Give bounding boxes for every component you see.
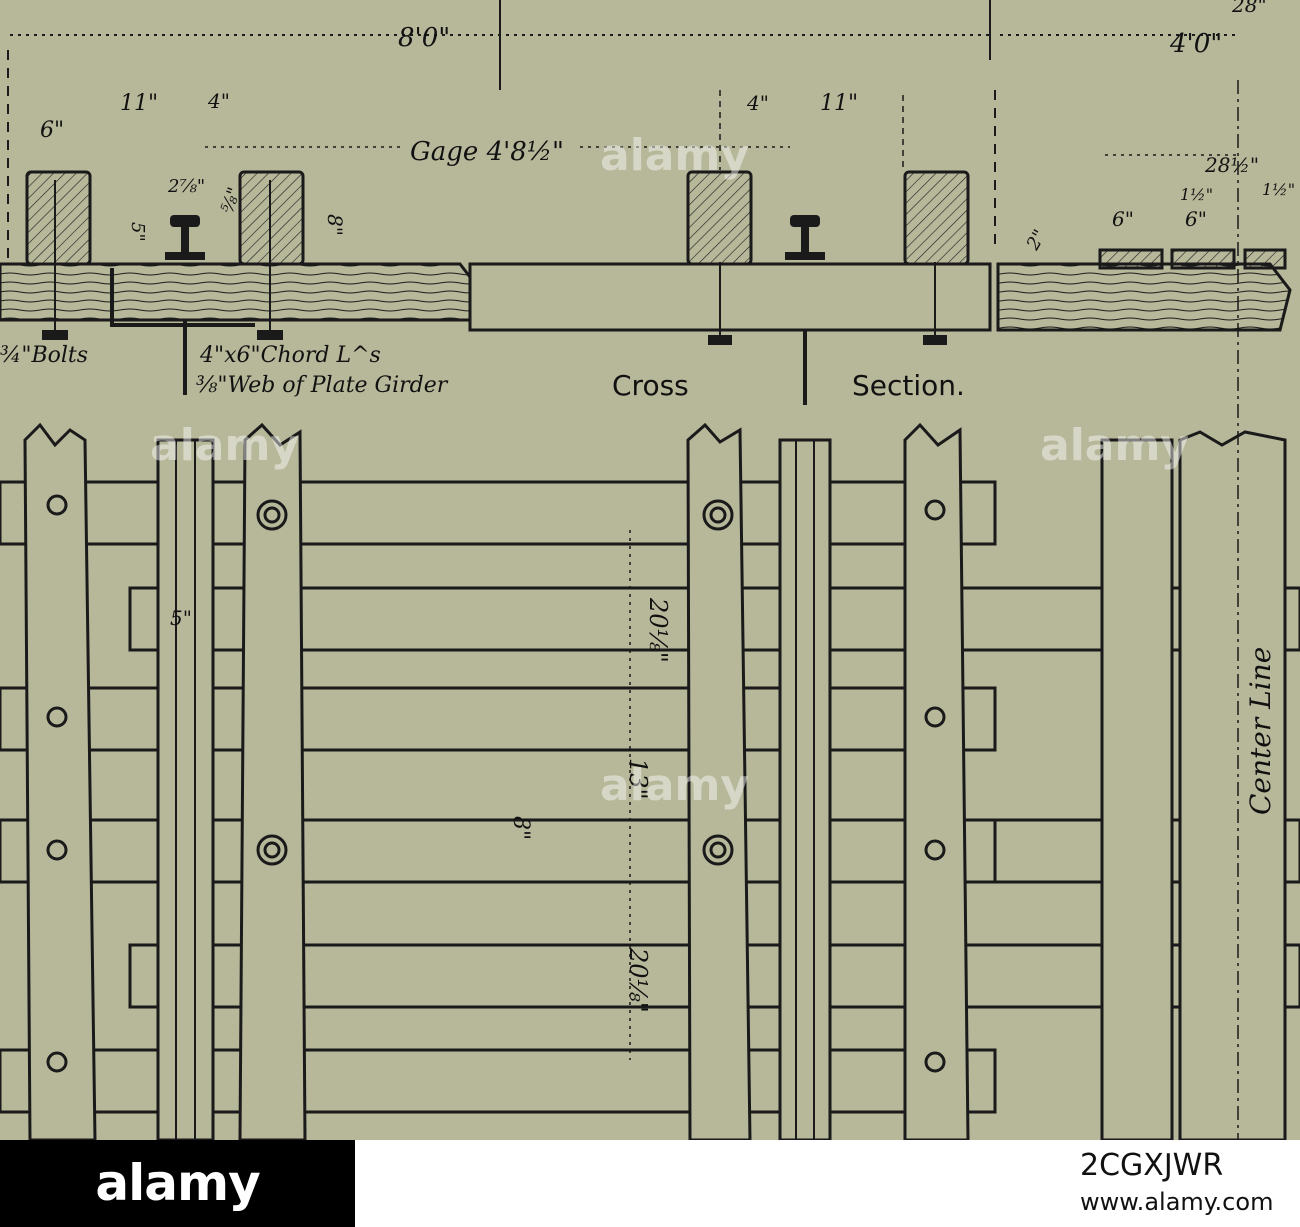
watermark-overlay: alamy [600, 760, 749, 811]
watermark-overlay: alamy [150, 420, 299, 471]
section-label: Section. [852, 369, 965, 402]
watermark-overlay: alamy [1040, 420, 1189, 471]
plan-rail-left [156, 438, 215, 1140]
rail-left [165, 215, 205, 260]
rail-right [785, 215, 825, 260]
dim-28: 28" [1231, 0, 1267, 17]
alamy-logo: alamy [0, 1140, 355, 1227]
guard-timber-left-outer [25, 170, 92, 266]
bridge-floor-drawing: 8'0" 4'0" 28" 11" 4" 6" Gage 4'8½" 4" 11… [0, 0, 1300, 1140]
dim-gage: Gage 4'8½" [410, 137, 564, 167]
guard-timber-left-inner [238, 170, 305, 266]
dim-8ft: 8'0" [398, 23, 450, 53]
plan-rail-right [778, 438, 832, 1140]
dim-5-vert: 5" [127, 222, 148, 242]
plan-dim-5: 5" [170, 606, 192, 630]
guard-timber-right-inner [686, 170, 753, 266]
dim-4-left: 4" [207, 89, 230, 113]
cross-section: ¾"Bolts 4"x6"Chord L^s ⅜"Web of Plate Gi… [0, 170, 1292, 405]
plan-dim-13: 13" [624, 758, 652, 800]
dim-6-left: 6" [40, 118, 64, 143]
plan-dim-20-top: 20⅛" [644, 597, 672, 663]
bolts-label: ¾"Bolts [0, 343, 88, 368]
image-id: 2CGXJWR [1080, 1148, 1224, 1183]
web-label: ⅜"Web of Plate Girder [196, 373, 449, 398]
watermark-url: www.alamy.com [1080, 1188, 1274, 1216]
plan-dim-8: 8" [508, 816, 533, 840]
plan-timbers [23, 422, 1287, 1140]
plan-dim-20-bottom: 20⅛" [624, 947, 652, 1013]
dim-4ft: 4'0" [1169, 29, 1222, 59]
plan-bolts [46, 494, 946, 1073]
guard-timber-right-outer [903, 170, 970, 266]
dim-28-half: 28½" [1204, 153, 1259, 177]
dim-1-half-a: 1½" [1180, 185, 1213, 204]
dim-2-inch: 2" [1022, 226, 1051, 254]
dim-11-left: 11" [120, 91, 158, 116]
dim-guard-6b: 6" [1185, 207, 1207, 231]
center-line-label: Center Line [1244, 647, 1277, 815]
dim-guard-6a: 6" [1112, 207, 1134, 231]
plan-view: Center Line 5" 20⅛" 13" 8" 20⅛" [0, 80, 1300, 1140]
dim-1-half-b: 1½" [1262, 180, 1295, 199]
chord-label: 4"x6"Chord L^s [199, 343, 381, 368]
dim-11-right: 11" [820, 91, 858, 116]
watermark-overlay: alamy [600, 130, 749, 181]
dim-8-vert: 8" [323, 214, 347, 236]
dim-2-7-8: 2⅞" [167, 176, 205, 197]
cross-label: Cross [612, 369, 689, 402]
dim-4-right: 4" [746, 91, 769, 115]
